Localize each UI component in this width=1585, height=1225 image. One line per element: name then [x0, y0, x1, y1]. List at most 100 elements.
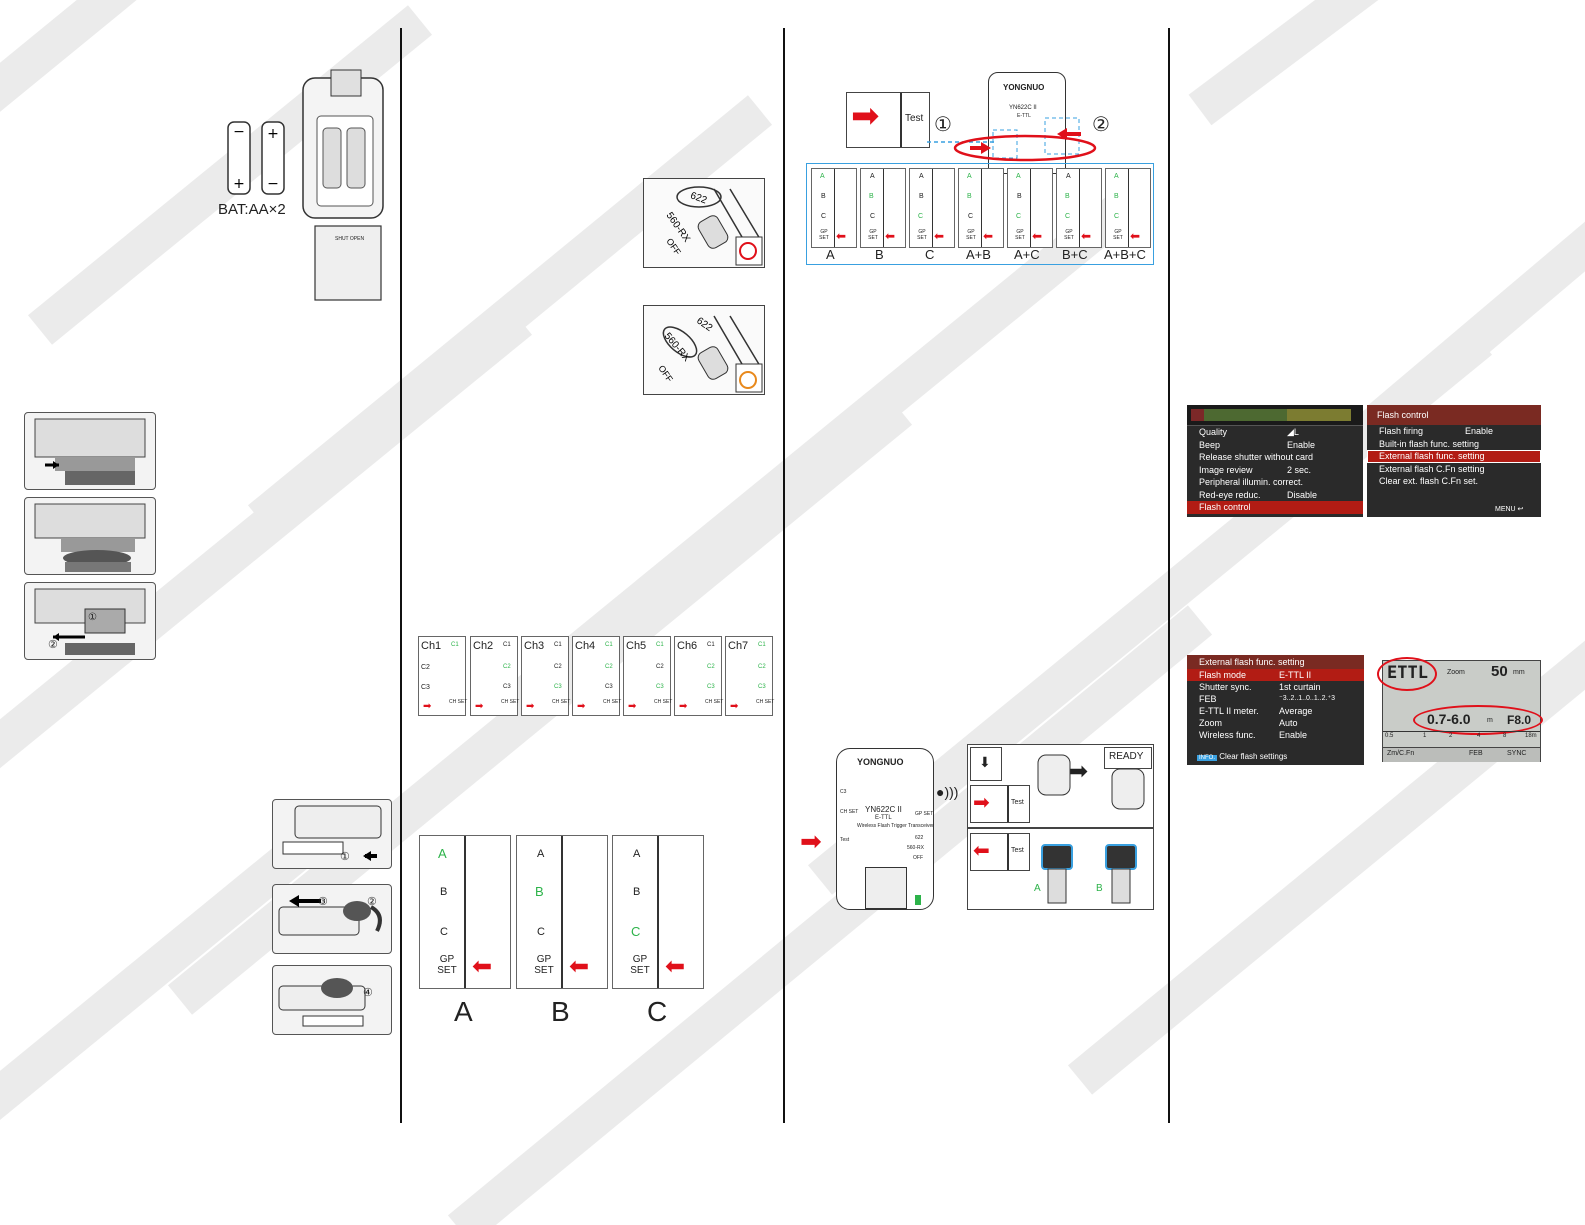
menu-row[interactable]: Peripheral illumin. correct. [1199, 477, 1304, 487]
combo-panel: A B C GP SET ⬅ [860, 168, 906, 248]
combo-panel: A B C GP SET ⬅ [909, 168, 955, 248]
mount-photo-3 [24, 582, 156, 660]
led-a: A [1066, 173, 1071, 180]
press-arrow-icon: ⬅ [472, 953, 493, 980]
gp-set-label: GP SET [868, 229, 878, 241]
scale-tick: 1 [1423, 733, 1427, 739]
press-arrow-icon: ⬅ [934, 229, 945, 243]
column-divider [1168, 28, 1170, 1123]
press-arrow-icon: ➡ [577, 701, 586, 712]
side-label: GP SET [915, 811, 934, 817]
menu-title: Flash control [1367, 405, 1541, 425]
menu-title: External flash func. setting [1187, 655, 1364, 669]
svg-text:622: 622 [689, 190, 709, 206]
zoom-value: 50 [1491, 663, 1508, 680]
led-b: B [1017, 193, 1022, 200]
group-combo-strip [806, 163, 1154, 265]
led-b: B [919, 193, 924, 200]
ch-set-label: CH SET [449, 699, 468, 705]
menu-row[interactable]: Release shutter without card [1199, 452, 1314, 462]
combo-caption: B+C [1062, 247, 1088, 262]
ch-set-label: CH SET [603, 699, 622, 705]
menu-row-selected[interactable]: Flash control [1187, 501, 1363, 514]
menu-back-button[interactable]: MENU ↩ [1495, 506, 1524, 513]
led-a: A [919, 173, 924, 180]
test-button-box: ➡ Test [846, 92, 930, 148]
menu-row[interactable]: E-TTL II meter.Average [1199, 706, 1313, 716]
press-arrow-icon: ➡ [973, 792, 990, 814]
menu-tabs [1191, 409, 1351, 421]
ready-label: READY [1109, 751, 1144, 762]
menu-row[interactable]: Shutter sync.1st curtain [1199, 682, 1321, 692]
softkey-zoom[interactable]: Zm/C.Fn [1387, 750, 1415, 757]
menu-row[interactable]: Red-eye reduc.Disable [1199, 489, 1318, 500]
menu-row-selected[interactable]: External flash func. setting [1367, 450, 1541, 463]
gp-set-label: GP SET [966, 229, 976, 241]
channel-panel: Ch5 C1 C2 C3 ➡ CH SET [623, 636, 672, 716]
channel-label: Ch5 [626, 640, 647, 652]
group-b-led: B [633, 886, 641, 898]
door-label: SHUT OPEN [335, 236, 365, 242]
press-arrow-icon: ➡ [628, 701, 637, 712]
press-arrow-icon: ⬅ [1130, 229, 1141, 243]
flash-lcd-display: ETTL Zoom 50 mm 0.7-6.0 m F8.0 0.5 1 2 4… [1377, 657, 1543, 762]
led-b: B [1065, 193, 1070, 200]
led-c2: C2 [656, 664, 664, 670]
led-c: C [918, 213, 924, 220]
info-key[interactable]: INFO. [1197, 755, 1217, 761]
led-a: A [1016, 173, 1021, 180]
led-c2: C2 [605, 664, 613, 670]
side-label: 622 [915, 835, 924, 841]
press-arrow-icon: ➡ [800, 826, 822, 856]
press-arrow-icon: ⬅ [973, 840, 990, 862]
menu-tab-bar [1187, 405, 1363, 426]
group-b-led: B [535, 884, 544, 899]
menu-row[interactable]: Wireless func.Enable [1199, 730, 1308, 740]
scale-tick: 18m [1525, 733, 1537, 739]
press-arrow-icon: ➡ [730, 701, 739, 712]
menu-row[interactable]: Quality◢L [1199, 427, 1299, 437]
group-a-led: A [537, 848, 545, 860]
menu-row[interactable]: External flash C.Fn setting [1379, 463, 1485, 474]
led-b: B [869, 193, 874, 200]
combo-caption: B [875, 247, 884, 262]
channel-label: Ch6 [677, 640, 698, 652]
combo-panel: A B C GP SET ⬅ [1105, 168, 1151, 248]
menu-row[interactable]: Built-in flash func. setting [1379, 438, 1480, 449]
ch-set-label: CH SET [756, 699, 775, 705]
led-c1: C1 [554, 642, 562, 648]
channel-panel: Ch1 C1 C2 C3 ➡ CH SET [418, 636, 468, 716]
press-arrow-icon: ⬅ [1081, 229, 1092, 243]
softkey-sync[interactable]: SYNC [1507, 750, 1527, 757]
group-panel-c: A B C GP SET ⬅ [612, 835, 704, 989]
side-label: CH SET [840, 809, 859, 815]
led-c: C [1065, 213, 1071, 220]
side-label: 560-RX [907, 845, 924, 851]
channel-label: Ch7 [728, 640, 749, 652]
side-test-label: Test [840, 837, 850, 843]
led-b: B [1114, 193, 1119, 200]
mount-photo-1 [24, 412, 156, 490]
menu-row[interactable]: FEB⁻3..2..1..0..1..2.⁺3 [1199, 694, 1336, 704]
press-arrow-icon: ➡ [526, 701, 535, 712]
side-label: OFF [913, 855, 923, 861]
menu-row[interactable]: Clear ext. flash C.Fn set. [1379, 476, 1479, 486]
scale-tick: 2 [1449, 733, 1453, 739]
test-label: Test [905, 113, 924, 124]
flash-mount-step-1 [272, 799, 392, 869]
scale-tick: 0.5 [1385, 733, 1394, 739]
footer-text: Clear flash settings [1219, 752, 1288, 761]
press-arrow-icon: ➡ [475, 701, 484, 712]
led-c: C [1114, 213, 1120, 220]
led-c3: C3 [707, 684, 715, 690]
flash-step-1-label: ① [340, 851, 350, 863]
softkey-feb[interactable]: FEB [1469, 750, 1483, 757]
led-c3: C3 [503, 684, 511, 690]
model-desc: Wireless Flash Trigger Transceiver [857, 823, 934, 829]
